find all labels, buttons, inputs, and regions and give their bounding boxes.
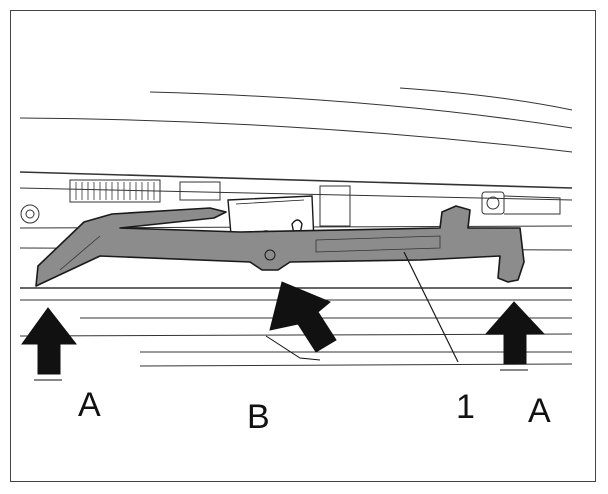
figure-frame [10, 10, 596, 482]
label-a-right: A [528, 392, 551, 430]
vehicle-details [20, 179, 561, 227]
label-a-left: A [78, 386, 101, 424]
label-b: B [247, 398, 270, 436]
arrow-a-right [484, 301, 546, 371]
part-1-rail [35, 205, 525, 287]
arrow-a-left [21, 307, 78, 381]
label-part-1: 1 [456, 388, 475, 426]
arrow-b [265, 281, 337, 361]
part-1-leader [403, 251, 459, 363]
